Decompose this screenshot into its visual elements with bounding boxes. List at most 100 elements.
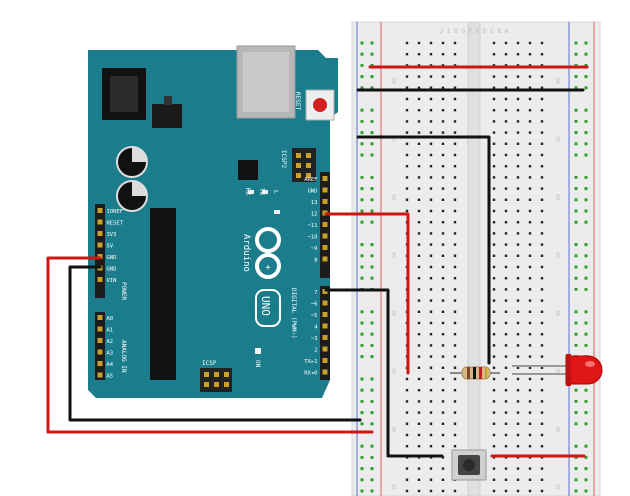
rail-hole [574, 142, 578, 146]
terminal-hole [417, 254, 421, 257]
terminal-hole [540, 142, 544, 145]
terminal-hole [417, 433, 421, 437]
pin-label: AREF [304, 177, 317, 183]
terminal-hole [504, 467, 508, 470]
terminal-hole [528, 389, 532, 392]
terminal-hole [417, 41, 421, 45]
terminal-hole [417, 64, 421, 67]
terminal-hole [492, 299, 496, 302]
header-pin [97, 372, 103, 378]
arduino-board: RESET ICSP2 TX RX L Arduino + UNO ON [88, 45, 338, 398]
terminal-hole [540, 254, 544, 257]
terminal-hole [453, 377, 457, 381]
rail-hole [584, 175, 588, 179]
rail-hole [370, 243, 374, 247]
terminal-hole [453, 265, 457, 269]
rail-hole [360, 243, 364, 247]
header-pin [322, 300, 328, 306]
terminal-hole [540, 120, 544, 123]
row-number-right: 55 [554, 136, 560, 142]
rail-hole [370, 220, 374, 224]
rail-hole [360, 455, 364, 459]
terminal-hole [504, 221, 508, 224]
rail-hole [574, 287, 578, 291]
terminal-hole [516, 109, 520, 112]
terminal-hole [417, 321, 421, 325]
terminal-hole [504, 288, 508, 291]
terminal-hole [504, 131, 508, 134]
rail-hole [360, 142, 364, 146]
terminal-hole [417, 422, 421, 425]
terminal-hole [405, 377, 409, 381]
terminal-hole [492, 209, 496, 213]
terminal-hole [441, 176, 445, 179]
reset-label: RESET [294, 92, 301, 110]
pin-label: GND [308, 189, 318, 195]
terminal-hole [528, 344, 532, 347]
terminal-hole [492, 489, 496, 493]
rail-hole [370, 175, 374, 179]
terminal-hole [429, 288, 433, 291]
digital-header-bottom [320, 286, 330, 380]
pin-label: A3 [107, 351, 114, 357]
rail-hole [574, 175, 578, 179]
terminal-hole [453, 333, 457, 336]
terminal-hole [492, 355, 496, 358]
terminal-hole [516, 299, 520, 302]
power-header [95, 204, 105, 298]
terminal-hole [528, 288, 532, 291]
terminal-hole [453, 344, 457, 347]
terminal-hole [492, 422, 496, 425]
terminal-hole [492, 120, 496, 123]
power-group-label: POWER [120, 282, 127, 300]
row-number-right: 45 [554, 252, 560, 258]
terminal-hole [453, 489, 457, 493]
rail-hole [360, 332, 364, 336]
terminal-hole [504, 265, 508, 269]
terminal-hole [540, 97, 544, 101]
rail-hole [370, 142, 374, 146]
terminal-hole [540, 366, 544, 369]
rail-hole [584, 63, 588, 67]
rail-hole [370, 377, 374, 381]
rail-hole [574, 153, 578, 157]
rail-hole [574, 75, 578, 79]
terminal-hole [417, 176, 421, 179]
terminal-hole [516, 478, 520, 481]
terminal-hole [492, 445, 496, 448]
terminal-hole [405, 445, 409, 448]
terminal-hole [492, 221, 496, 224]
terminal-hole [429, 411, 433, 414]
terminal-hole [453, 232, 457, 235]
rail-hole [360, 478, 364, 482]
terminal-hole [417, 355, 421, 358]
rail-hole [370, 108, 374, 112]
rail-hole [360, 411, 364, 415]
terminal-hole [528, 142, 532, 145]
header-pin [322, 222, 328, 227]
arduino-logo: Arduino + UNO [241, 227, 281, 327]
terminal-hole [492, 288, 496, 291]
terminal-hole [540, 53, 544, 56]
rail-hole [574, 209, 578, 213]
terminal-hole [441, 97, 445, 101]
terminal-hole [417, 53, 421, 56]
terminal-hole [453, 389, 457, 392]
resistor-band-3 [479, 367, 482, 379]
terminal-hole [504, 389, 508, 392]
terminal-hole [453, 243, 457, 246]
rail-hole [370, 343, 374, 347]
terminal-hole [429, 478, 433, 481]
rail-hole [360, 220, 364, 224]
terminal-hole [453, 75, 457, 78]
rail-hole [584, 478, 588, 482]
terminal-hole [405, 198, 409, 201]
icsp-pin [224, 372, 229, 377]
terminal-hole [540, 445, 544, 448]
terminal-hole [417, 86, 421, 89]
rail-hole [370, 388, 374, 392]
terminal-hole [540, 232, 544, 235]
terminal-hole [528, 232, 532, 235]
terminal-hole [516, 377, 520, 381]
